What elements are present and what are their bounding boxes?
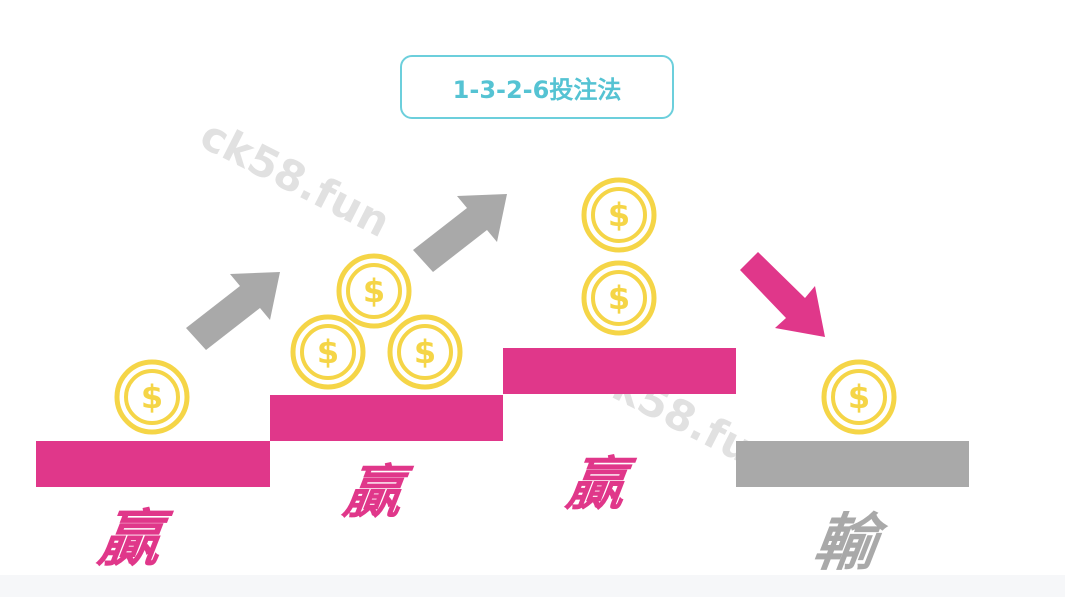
coin-icon: $ [336, 253, 412, 329]
coin-icon: $ [290, 314, 366, 390]
coin-icon: $ [387, 314, 463, 390]
step-label-3: 贏 [562, 450, 631, 518]
step-bar-4 [736, 441, 969, 487]
coin-symbol: $ [141, 378, 163, 416]
title-box: 1-3-2-6投注法 [400, 55, 674, 119]
step-bar-3 [503, 348, 736, 394]
coin-symbol: $ [608, 196, 630, 234]
coin-symbol: $ [608, 279, 630, 317]
bottom-strip [0, 575, 1065, 597]
arrow-up-icon [413, 194, 507, 272]
coin-icon: $ [581, 177, 657, 253]
title: 1-3-2-6投注法 [452, 75, 622, 104]
coin-symbol: $ [848, 378, 870, 416]
step-bar-1 [36, 441, 270, 487]
step-bar-2 [270, 395, 503, 441]
step-label-4: 輸 [809, 506, 882, 579]
coin-symbol: $ [414, 333, 436, 371]
coin-icon: $ [581, 260, 657, 336]
coin-icon: $ [821, 359, 897, 435]
step-label-2: 贏 [339, 458, 408, 526]
step-label-1: 贏 [94, 502, 167, 575]
coin-icon: $ [114, 359, 190, 435]
coin-symbol: $ [317, 333, 339, 371]
coin-symbol: $ [363, 272, 385, 310]
arrow-down-icon [740, 252, 825, 337]
arrow-up-icon [186, 272, 280, 350]
